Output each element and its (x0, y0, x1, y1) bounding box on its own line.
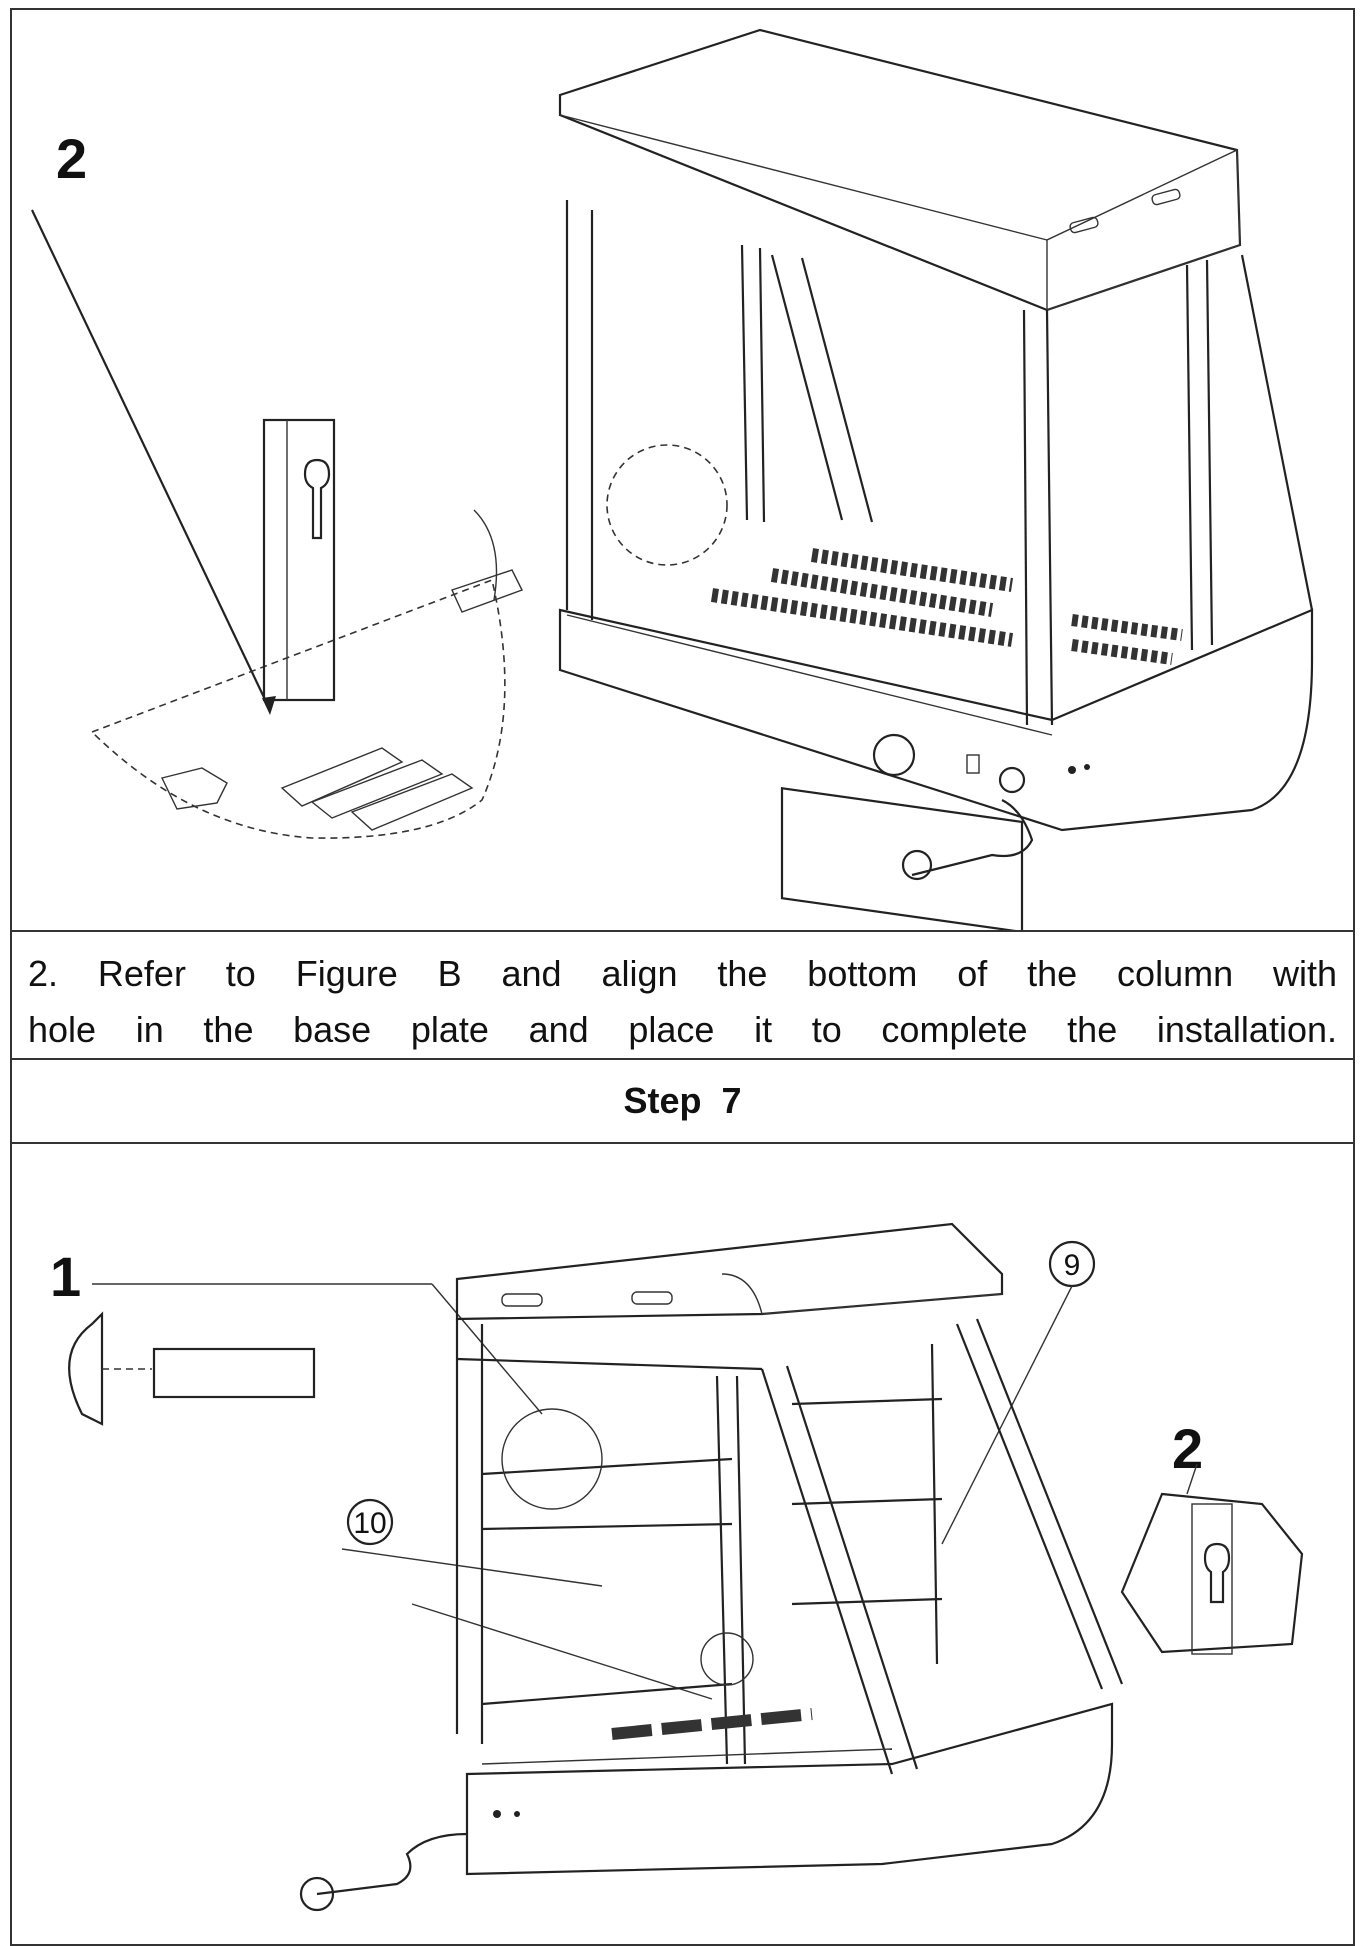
instruction-line-2: hole in the base plate and place it to c… (28, 1009, 1337, 1050)
detail-magnifier (90, 418, 523, 839)
figure-b-drawing: 1 2 9 10 (50, 1222, 1304, 1912)
callout-2: 2 (56, 127, 87, 190)
instruction-sheet: 2 (10, 8, 1355, 1946)
figure-a-drawing: 2 (31, 28, 1314, 930)
keyhole-slot-detail (1120, 1463, 1304, 1655)
vent-slots (710, 548, 1183, 665)
instruction-text: 2. Refer to Figure B and align the botto… (12, 932, 1353, 1060)
callout-1: 1 (50, 1245, 81, 1308)
svg-text:9: 9 (1064, 1249, 1081, 1282)
warmer-cabinet-b (299, 1222, 1124, 1912)
leader-line (31, 209, 271, 711)
instruction-line-1: 2. Refer to Figure B and align the botto… (28, 953, 1337, 994)
figure-b-panel: 1 2 9 10 (12, 1144, 1353, 1944)
part-9-label: 9 (941, 1240, 1096, 1545)
svg-text:10: 10 (353, 1507, 386, 1540)
rail-end-cap-detail (68, 1283, 543, 1426)
part-10-label: 10 (341, 1498, 713, 1700)
callout-2-right: 2 (1172, 1417, 1203, 1480)
step-heading: Step 7 (12, 1060, 1353, 1144)
figure-a-panel: 2 (12, 10, 1353, 932)
warmer-cabinet-a (558, 28, 1314, 930)
